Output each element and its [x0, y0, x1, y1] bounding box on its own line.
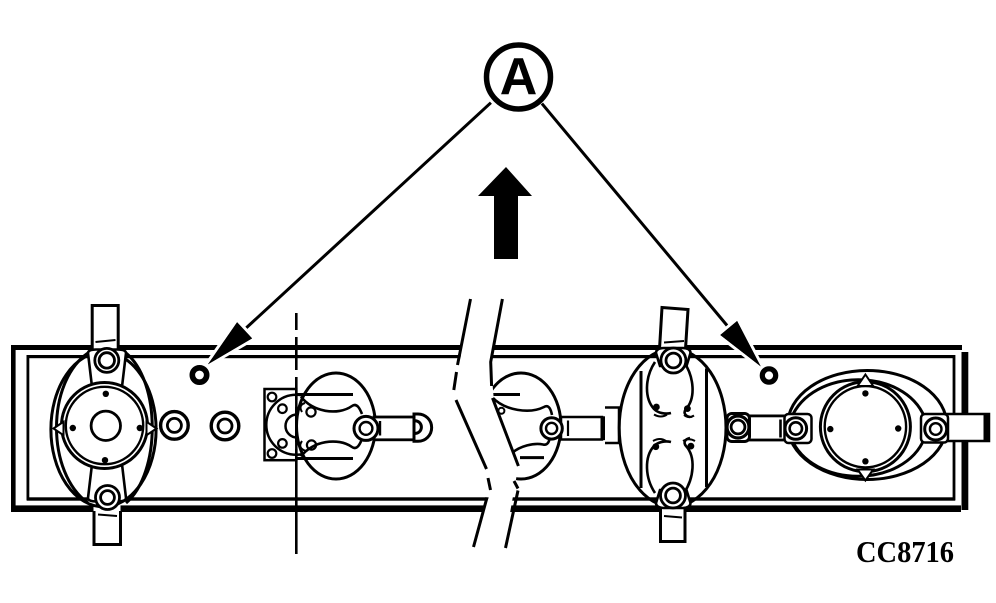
svg-text:CC8716: CC8716: [856, 534, 954, 569]
svg-text:A: A: [500, 48, 538, 106]
